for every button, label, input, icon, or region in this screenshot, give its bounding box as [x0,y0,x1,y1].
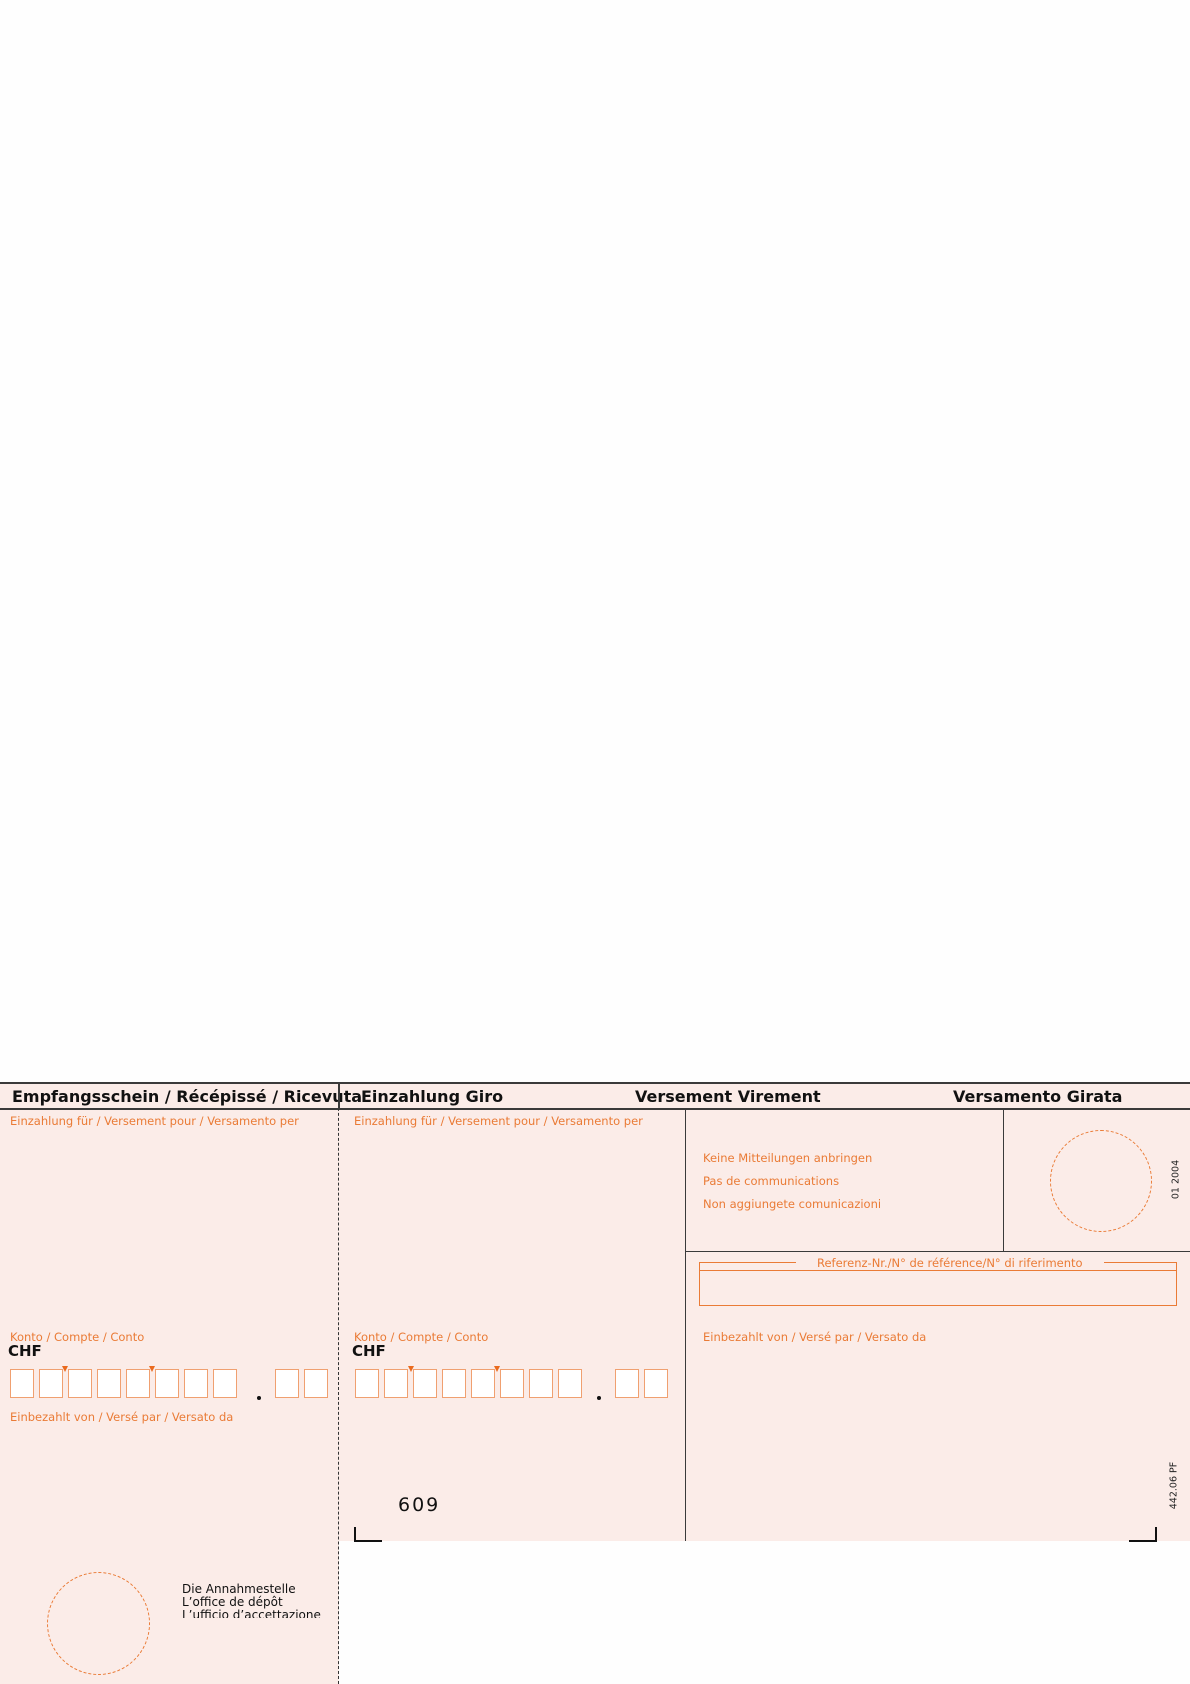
amount-box[interactable] [442,1369,466,1398]
giro-title-de: Einzahlung Giro [361,1087,504,1106]
amount-box[interactable] [529,1369,553,1398]
amount-box[interactable] [384,1369,408,1398]
amount-box[interactable] [155,1369,179,1398]
header-top-line [0,1082,1190,1084]
reference-label: Referenz-Nr./N° de référence/N° di rifer… [796,1256,1104,1270]
decimal-point [597,1396,601,1400]
receipt-title: Empfangsschein / Récépissé / Ricevuta [12,1087,363,1106]
amount-box[interactable] [413,1369,437,1398]
receipt-stamp-circle [47,1572,150,1675]
receipt-currency: CHF [8,1342,42,1360]
acceptance-office-line-1: Die Annahmestelle [182,1582,296,1596]
payment-currency: CHF [352,1342,386,1360]
amount-box[interactable] [213,1369,237,1398]
reference-input[interactable] [699,1270,1177,1306]
amount-box[interactable] [97,1369,121,1398]
receipt-deposit-for-label: Einzahlung für / Versement pour / Versam… [10,1114,299,1128]
payment-account-label: Konto / Compte / Conto [354,1330,489,1344]
no-messages-de: Keine Mitteilungen anbringen [703,1151,873,1165]
amount-box[interactable] [355,1369,379,1398]
amount-box[interactable] [184,1369,208,1398]
form-date: 01 2004 [1170,1159,1182,1200]
cents-box[interactable] [304,1369,328,1398]
cents-box[interactable] [644,1369,668,1398]
corner-mark-right [1129,1527,1157,1542]
messages-bottom-line [685,1251,1190,1253]
millions-marker-icon [149,1366,155,1372]
receipt-account-label: Konto / Compte / Conto [10,1330,145,1344]
giro-title-fr: Versement Virement [635,1087,821,1106]
amount-box[interactable] [471,1369,495,1398]
middle-divider [685,1109,687,1541]
millions-marker-icon [494,1366,500,1372]
giro-title-it: Versamento Girata [953,1087,1123,1106]
decimal-point [257,1396,261,1400]
amount-box[interactable] [39,1369,63,1398]
header-divider [338,1082,340,1109]
thousands-marker-icon [408,1366,414,1372]
corner-mark-left [354,1527,382,1542]
no-messages-it: Non aggiungete comunicazioni [703,1197,882,1211]
cents-box[interactable] [275,1369,299,1398]
amount-box[interactable] [558,1369,582,1398]
perforation-line [338,1083,339,1684]
thousands-marker-icon [62,1366,68,1372]
amount-box[interactable] [500,1369,524,1398]
amount-box[interactable] [126,1369,150,1398]
payment-panel-bg [339,1082,1190,1541]
payment-deposit-for-label: Einzahlung für / Versement pour / Versam… [354,1114,643,1128]
payment-stamp-circle [1050,1130,1152,1232]
cents-box[interactable] [615,1369,639,1398]
no-messages-fr: Pas de communications [703,1174,840,1188]
receipt-paid-by-label: Einbezahlt von / Versé par / Versato da [10,1410,234,1424]
form-code-number: 609 [398,1494,441,1516]
acceptance-office-line-3: L’ufficio d’accettazione [182,1608,321,1618]
amount-box[interactable] [68,1369,92,1398]
header-bottom-line [0,1108,1190,1110]
amount-box[interactable] [10,1369,34,1398]
stamp-box-divider [1003,1109,1005,1252]
acceptance-office-line-2: L’office de dépôt [182,1595,283,1609]
form-code: 442.06 PF [1168,1461,1180,1510]
payment-paid-by-label: Einbezahlt von / Versé par / Versato da [703,1330,927,1344]
